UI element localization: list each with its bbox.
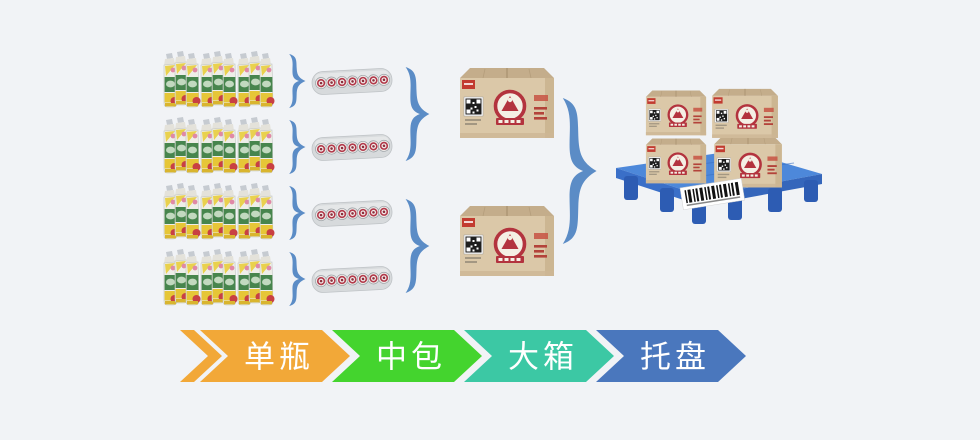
stage-label: 单瓶 [244, 340, 314, 375]
brace-icon [289, 120, 306, 174]
brace-icon [405, 67, 430, 161]
big-box-illustration [458, 66, 556, 140]
brace-icon [562, 98, 597, 244]
middle-pack-illustration [310, 199, 394, 228]
leading-chevron-icon [180, 330, 222, 382]
stage-arrow-big-box: 大箱 [464, 330, 614, 382]
stage-arrow-single-bottle: 单瓶 [200, 330, 350, 382]
bottle-group [164, 249, 201, 305]
stage-arrows: 单瓶 中包 大箱 托盘 [180, 330, 746, 382]
stage-label: 托盘 [640, 340, 710, 375]
bottle-group [238, 51, 275, 107]
bottle-group [164, 117, 201, 173]
pallet-illustration [616, 84, 822, 230]
bottle-group [238, 249, 275, 305]
brace-icon [289, 54, 306, 108]
middle-pack-illustration [310, 67, 394, 96]
middle-pack-illustration [310, 265, 394, 294]
brace-icon [289, 186, 306, 240]
brace-icon [289, 252, 306, 306]
single-bottles-row-1 [162, 51, 276, 113]
bottle-group [201, 117, 238, 173]
single-bottles-row-4 [162, 249, 276, 311]
bottle-group [201, 51, 238, 107]
big-box-illustration [458, 204, 556, 278]
single-bottles-row-2 [162, 117, 276, 179]
bottle-group [238, 183, 275, 239]
stage-arrow-middle-pack: 中包 [332, 330, 482, 382]
stage-arrow-shape [464, 330, 614, 382]
bottle-group [201, 183, 238, 239]
stage-label: 中包 [376, 340, 446, 375]
stage-arrow-shape [200, 330, 350, 382]
bottle-group [238, 117, 275, 173]
bottle-group [164, 183, 201, 239]
single-bottles-row-3 [162, 183, 276, 245]
bottle-group [201, 249, 238, 305]
stage-arrow-shape [332, 330, 482, 382]
stage-label: 大箱 [508, 340, 578, 375]
stage-arrow-pallet: 托盘 [596, 330, 746, 382]
brace-icon [405, 199, 430, 293]
stage-arrow-shape [596, 330, 746, 382]
bottle-group [164, 51, 201, 107]
middle-pack-illustration [310, 133, 394, 162]
